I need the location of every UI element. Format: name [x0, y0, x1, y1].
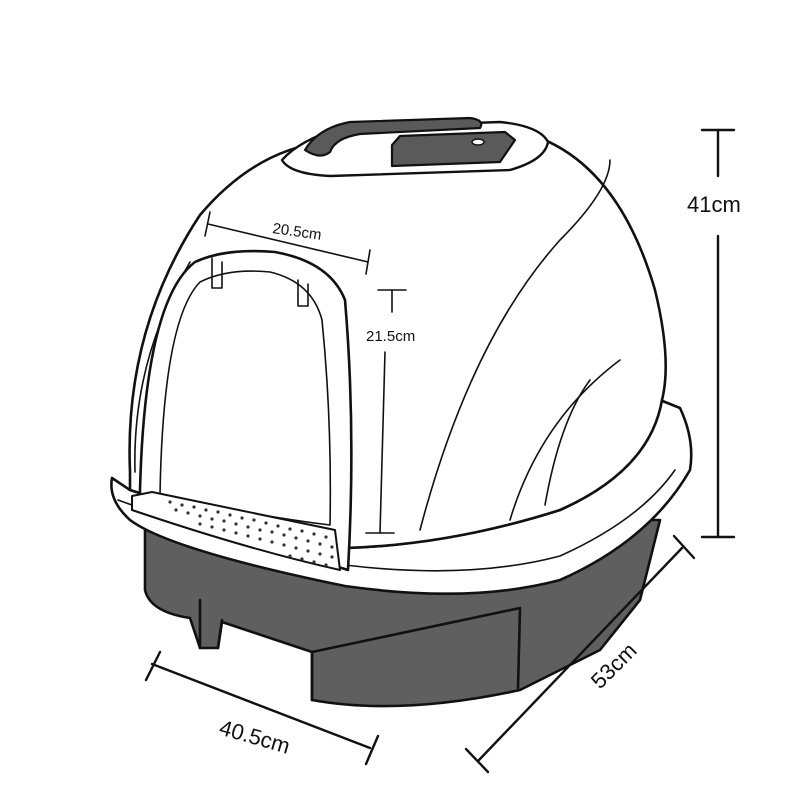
door-width-cap-left [204, 211, 211, 237]
width-line [150, 662, 372, 750]
door-width-label: 20.5cm [271, 220, 322, 244]
door-hinge-left [211, 257, 223, 289]
length-cap-bottom [464, 747, 490, 774]
door-flap [131, 249, 353, 572]
height-label: 41cm [687, 192, 741, 217]
length-line [477, 546, 684, 762]
door-width-line [207, 223, 369, 263]
carry-handle [303, 116, 483, 157]
step-perforations [168, 500, 334, 567]
door-height-label: 21.5cm [366, 328, 415, 345]
width-cap-left [144, 650, 162, 682]
hood-seam-right [419, 159, 611, 531]
entry-step [131, 491, 341, 571]
top-handle-area [280, 116, 550, 178]
door-height-line-lower [379, 351, 386, 534]
width-label: 40.5cm [217, 715, 293, 759]
hood-ridge-back [509, 359, 621, 521]
hood-side-curve [544, 379, 591, 506]
door-width-dimension: 20.5cm [204, 211, 371, 275]
door-inner-panel [159, 270, 332, 526]
base-recess-right [310, 606, 522, 702]
height-dimension: 41cm [687, 128, 741, 539]
filter-hatch-knob [471, 138, 485, 146]
base-recess-left [198, 598, 224, 650]
door-width-cap-right [365, 249, 371, 275]
length-cap-top [672, 534, 696, 560]
width-cap-right [364, 734, 380, 766]
door-hinge-right [297, 279, 309, 307]
filter-hatch [390, 130, 517, 168]
door-height-dimension: 21.5cm [365, 289, 415, 534]
